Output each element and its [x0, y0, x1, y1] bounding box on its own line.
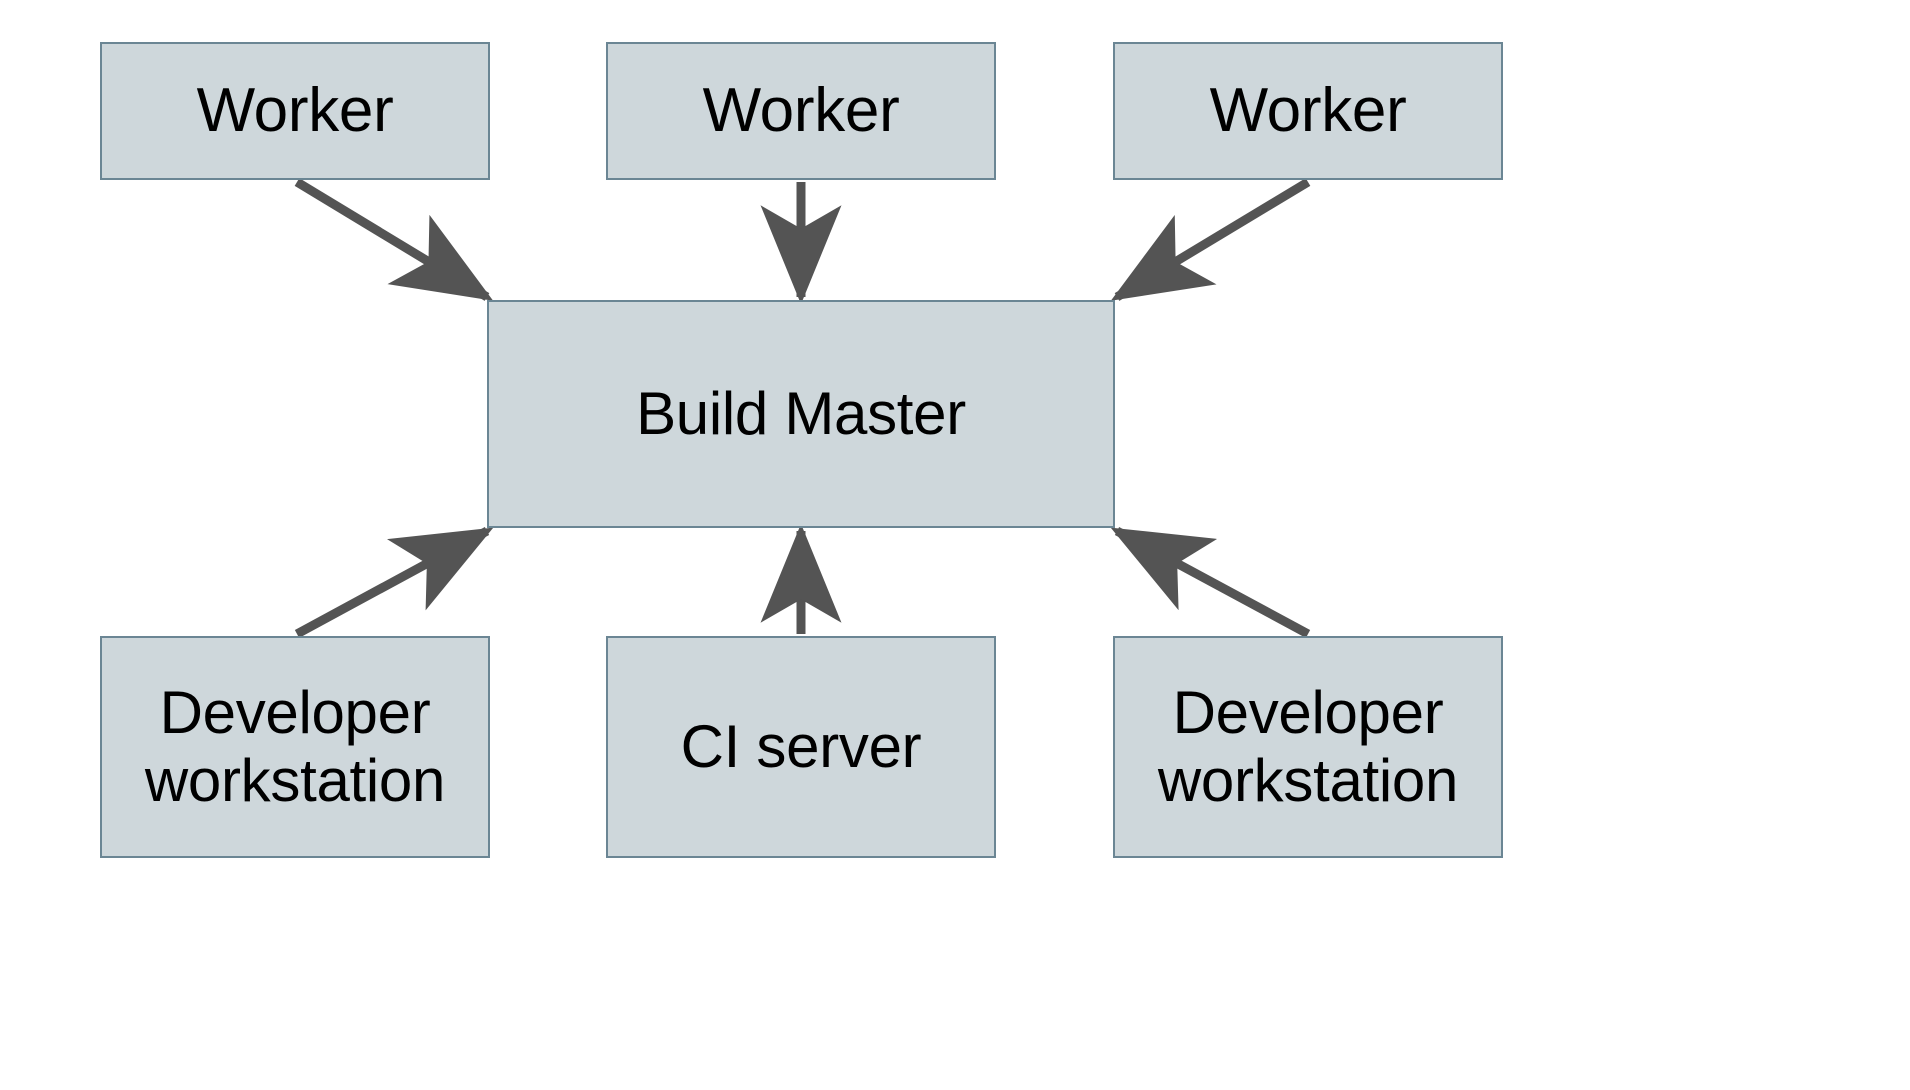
- node-developer-workstation-left[interactable]: Developer workstation: [100, 636, 490, 858]
- node-ci-server[interactable]: CI server: [606, 636, 996, 858]
- edge-worker-3-to-build-master: [1110, 178, 1311, 301]
- node-worker-1-label: Worker: [196, 75, 394, 145]
- node-worker-1[interactable]: Worker: [100, 42, 490, 180]
- edge-worker-1-to-build-master: [294, 178, 494, 301]
- edge-dev-ws-right-to-build-master: [1110, 527, 1311, 638]
- edge-dev-ws-left-to-build-master: [294, 527, 494, 638]
- node-worker-2-label: Worker: [702, 75, 900, 145]
- node-developer-workstation-right-label: Developer workstation: [1157, 678, 1459, 814]
- node-developer-workstation-right[interactable]: Developer workstation: [1113, 636, 1503, 858]
- node-build-master-label: Build Master: [636, 379, 966, 447]
- node-ci-server-label: CI server: [680, 712, 922, 780]
- node-developer-workstation-left-label: Developer workstation: [144, 678, 446, 814]
- node-build-master[interactable]: Build Master: [487, 300, 1115, 528]
- node-worker-3[interactable]: Worker: [1113, 42, 1503, 180]
- node-worker-2[interactable]: Worker: [606, 42, 996, 180]
- node-worker-3-label: Worker: [1209, 75, 1407, 145]
